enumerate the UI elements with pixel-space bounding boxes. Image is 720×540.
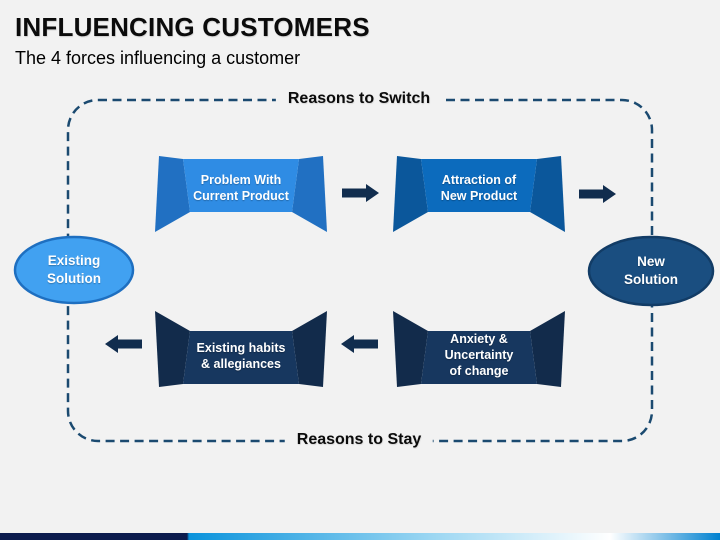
box-attraction-new-product bbox=[393, 156, 565, 232]
page-subtitle: The 4 forces influencing a customer bbox=[15, 48, 301, 68]
box-label-attraction-new-product: Attraction of New Product bbox=[440, 173, 518, 203]
existing-solution-label: Existing Solution bbox=[47, 253, 101, 286]
box-left-flap bbox=[155, 311, 190, 387]
reasons-to-switch-label: Reasons to Switch bbox=[275, 90, 443, 108]
footer-accent-bar bbox=[0, 533, 720, 540]
page-title: INFLUENCING CUSTOMERS bbox=[15, 12, 370, 42]
arrow-right-icon bbox=[342, 184, 379, 202]
box-left-flap bbox=[155, 156, 190, 232]
box-panel bbox=[183, 331, 299, 384]
box-anxiety-uncertainty bbox=[393, 311, 565, 387]
arrow-right-icon bbox=[579, 185, 616, 203]
arrow-left-icon bbox=[105, 335, 142, 353]
box-problem-current-product bbox=[155, 156, 327, 232]
box-right-flap bbox=[530, 156, 565, 232]
box-label-anxiety-uncertainty: Anxiety & Uncertainty of change bbox=[444, 332, 514, 378]
box-right-flap bbox=[292, 156, 327, 232]
box-right-flap bbox=[530, 311, 565, 387]
box-label-problem-current-product: Problem With Current Product bbox=[193, 173, 289, 203]
reasons-to-stay-label: Reasons to Stay bbox=[284, 431, 434, 449]
box-panel bbox=[183, 159, 299, 212]
dashed-frame bbox=[66, 98, 654, 443]
box-panel bbox=[421, 331, 537, 384]
box-right-flap bbox=[292, 311, 327, 387]
box-left-flap bbox=[393, 311, 428, 387]
box-label-existing-habits: Existing habits & allegiances bbox=[196, 341, 286, 371]
new-solution-ellipse bbox=[587, 235, 715, 307]
box-panel bbox=[421, 159, 537, 212]
new-solution-label: New Solution bbox=[624, 254, 678, 287]
arrow-left-icon bbox=[341, 335, 378, 353]
existing-solution-ellipse bbox=[13, 235, 135, 305]
box-left-flap bbox=[393, 156, 428, 232]
box-existing-habits bbox=[155, 311, 327, 387]
